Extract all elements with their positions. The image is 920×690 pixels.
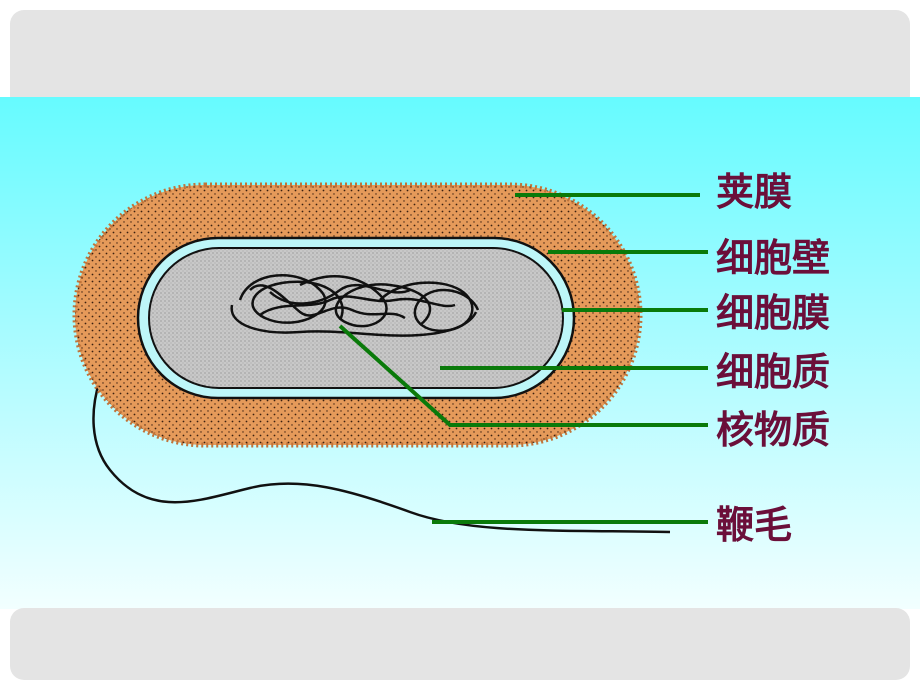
top-band — [10, 10, 910, 110]
label-cytoplasm: 细胞质 — [716, 350, 831, 394]
nuclear-material — [230, 274, 480, 337]
bottom-band — [10, 608, 910, 680]
label-capsule: 荚膜 — [716, 170, 793, 214]
label-cell-wall: 细胞壁 — [716, 236, 831, 280]
leader-line-nuclear-material — [338, 324, 708, 427]
leader-lines — [338, 193, 708, 524]
label-cell-membrane: 细胞膜 — [716, 291, 831, 335]
flagellum — [92, 308, 671, 534]
label-flagellum: 鞭毛 — [716, 503, 793, 547]
label-nuclear-material: 核物质 — [716, 408, 831, 452]
